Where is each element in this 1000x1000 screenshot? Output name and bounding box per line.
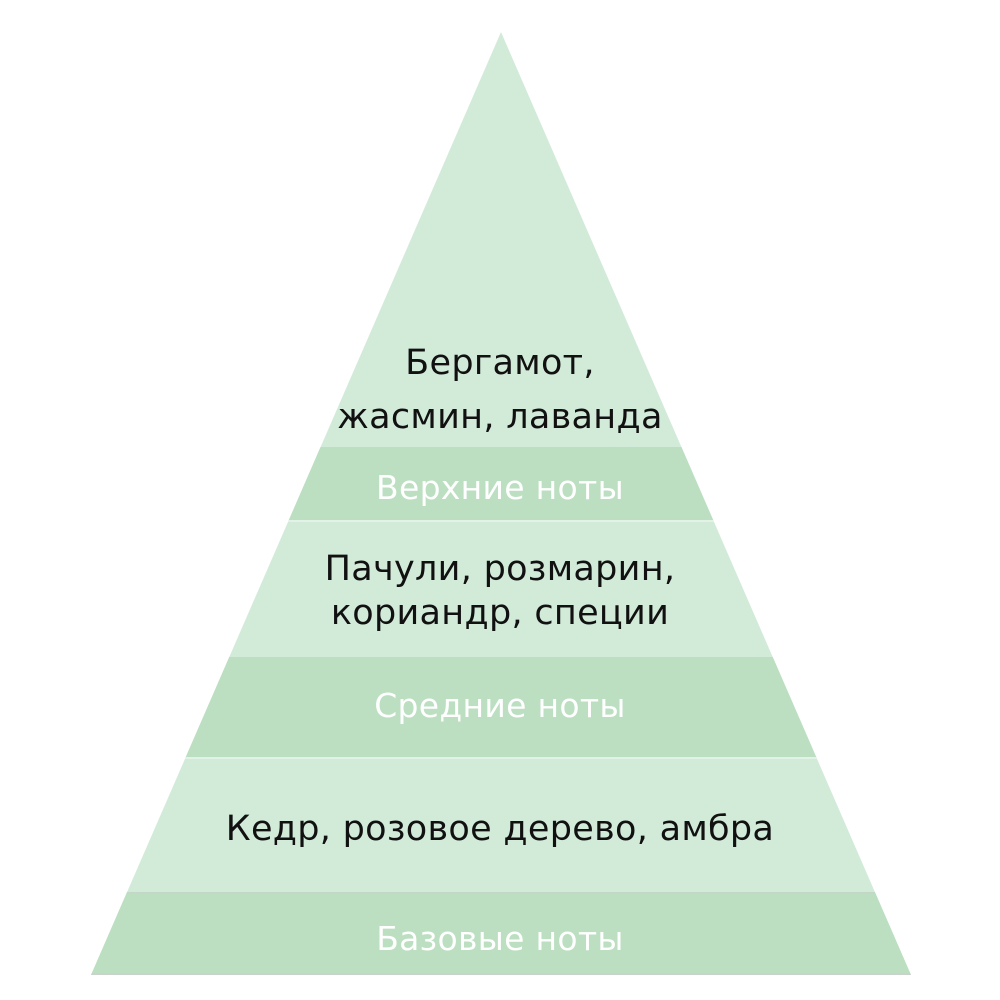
tier-label-base: Базовые ноты bbox=[376, 919, 624, 958]
tier-separator bbox=[91, 892, 911, 893]
top-notes-line-1: Бергамот, bbox=[405, 343, 595, 383]
tier-band-middle bbox=[91, 657, 911, 758]
tier-band-base bbox=[91, 893, 911, 975]
base-notes-line-1: Кедр, розовое дерево, амбра bbox=[225, 809, 775, 849]
tier-label-top: Верхние ноты bbox=[376, 468, 624, 507]
top-notes-line-2: жасмин, лаванда bbox=[337, 397, 663, 437]
middle-notes-line-2: кориандр, специи bbox=[330, 593, 670, 633]
pyramid-bottom-edge bbox=[91, 973, 911, 975]
tier-separator bbox=[91, 757, 911, 759]
tier-label-middle: Средние ноты bbox=[374, 686, 626, 725]
middle-notes-line-1: Пачули, розмарин, bbox=[324, 549, 676, 589]
tier-separator bbox=[91, 520, 911, 522]
